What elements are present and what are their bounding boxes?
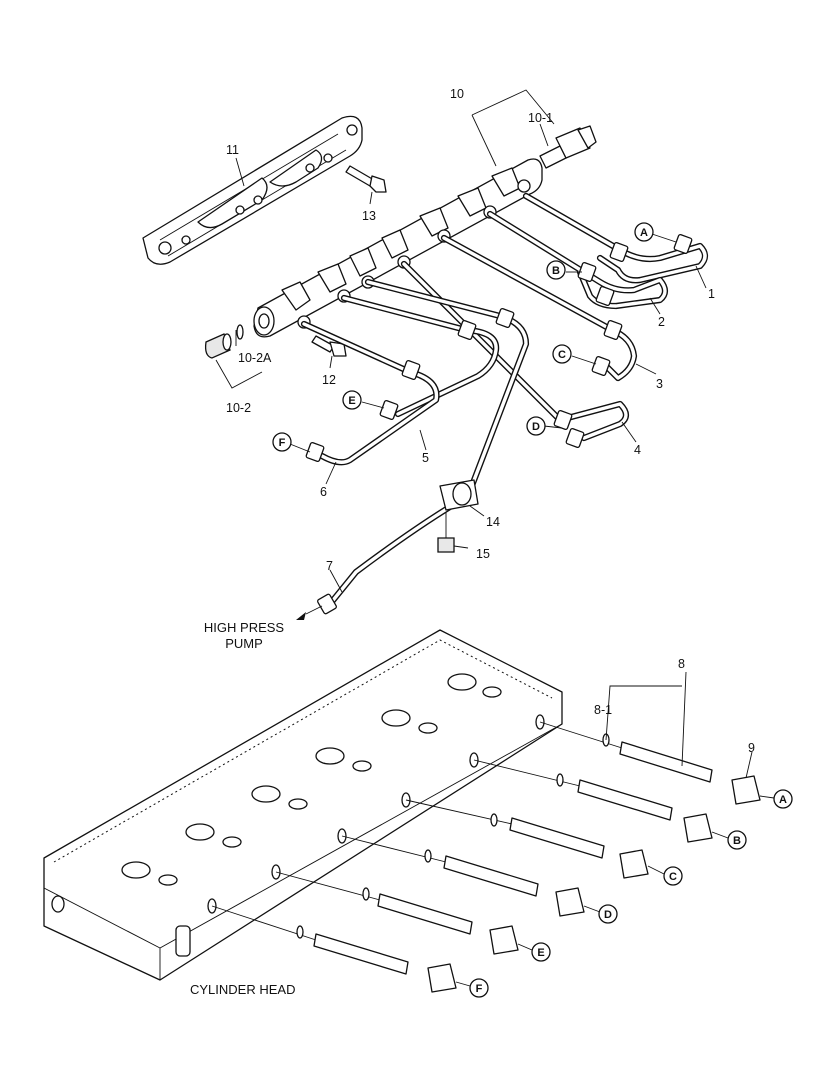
callout-injector-f: F xyxy=(469,978,489,998)
rail-pressure-sensor xyxy=(539,125,597,169)
callout-tube-d: D xyxy=(526,416,546,436)
svg-text:A: A xyxy=(779,794,787,806)
rail-bolt xyxy=(311,335,347,357)
label-2: 2 xyxy=(658,315,665,329)
callout-injector-a: A xyxy=(773,789,793,809)
injector-nuts xyxy=(427,775,761,993)
label-11: 11 xyxy=(226,143,239,157)
label-6: 6 xyxy=(320,485,327,499)
label-15: 15 xyxy=(476,547,490,561)
svg-text:C: C xyxy=(669,871,677,883)
callout-tube-b: B xyxy=(546,260,566,280)
injector-callouts: A B C D E F xyxy=(469,789,793,998)
pump-note-line1: HIGH PRESS xyxy=(204,620,285,635)
cylinder-head-label: CYLINDER HEAD xyxy=(190,982,295,997)
common-rail xyxy=(253,158,543,338)
cylinder-head xyxy=(43,629,563,981)
rail-plug xyxy=(204,333,232,359)
label-3: 3 xyxy=(656,377,663,391)
callout-injector-e: E xyxy=(531,942,551,962)
label-4: 4 xyxy=(634,443,641,457)
bracket-bolt xyxy=(345,165,387,193)
label-1: 1 xyxy=(708,287,715,301)
tube-clamp xyxy=(439,479,479,538)
callout-injector-b: B xyxy=(727,830,747,850)
leader-lines xyxy=(215,89,775,987)
svg-text:F: F xyxy=(476,983,483,995)
label-10-2a: 10-2A xyxy=(238,351,272,365)
label-14: 14 xyxy=(486,515,500,529)
svg-text:C: C xyxy=(558,349,566,361)
tube-callouts: A B C D E F xyxy=(272,222,654,452)
pump-arrow xyxy=(296,612,306,620)
svg-text:B: B xyxy=(552,265,560,277)
callout-tube-e: E xyxy=(342,390,362,410)
svg-text:A: A xyxy=(640,227,648,239)
label-5: 5 xyxy=(422,451,429,465)
svg-text:D: D xyxy=(604,909,612,921)
svg-text:D: D xyxy=(532,421,540,433)
callout-tube-c: C xyxy=(552,344,572,364)
label-12: 12 xyxy=(322,373,336,387)
callout-injector-d: D xyxy=(598,904,618,924)
label-10: 10 xyxy=(450,87,464,101)
part-number-labels: 1 2 3 4 5 6 7 8 8-1 9 10 10-1 10-2 10-2A… xyxy=(226,87,755,755)
svg-text:E: E xyxy=(348,395,355,407)
label-8: 8 xyxy=(678,657,685,671)
svg-text:F: F xyxy=(279,437,286,449)
injectors xyxy=(211,721,713,975)
label-7: 7 xyxy=(326,559,333,573)
label-10-1: 10-1 xyxy=(528,111,553,125)
plug-o-ring xyxy=(236,324,244,340)
callout-tube-f: F xyxy=(272,432,292,452)
callout-injector-c: C xyxy=(663,866,683,886)
callout-tube-a: A xyxy=(634,222,654,242)
label-9: 9 xyxy=(748,741,755,755)
svg-text:B: B xyxy=(733,835,741,847)
label-8-1: 8-1 xyxy=(594,703,612,717)
label-13: 13 xyxy=(362,209,376,223)
pump-note-line2: PUMP xyxy=(225,636,263,651)
label-10-2: 10-2 xyxy=(226,401,251,415)
clamp-bolt xyxy=(437,537,455,553)
rail-bracket xyxy=(142,115,363,265)
svg-text:E: E xyxy=(537,947,544,959)
